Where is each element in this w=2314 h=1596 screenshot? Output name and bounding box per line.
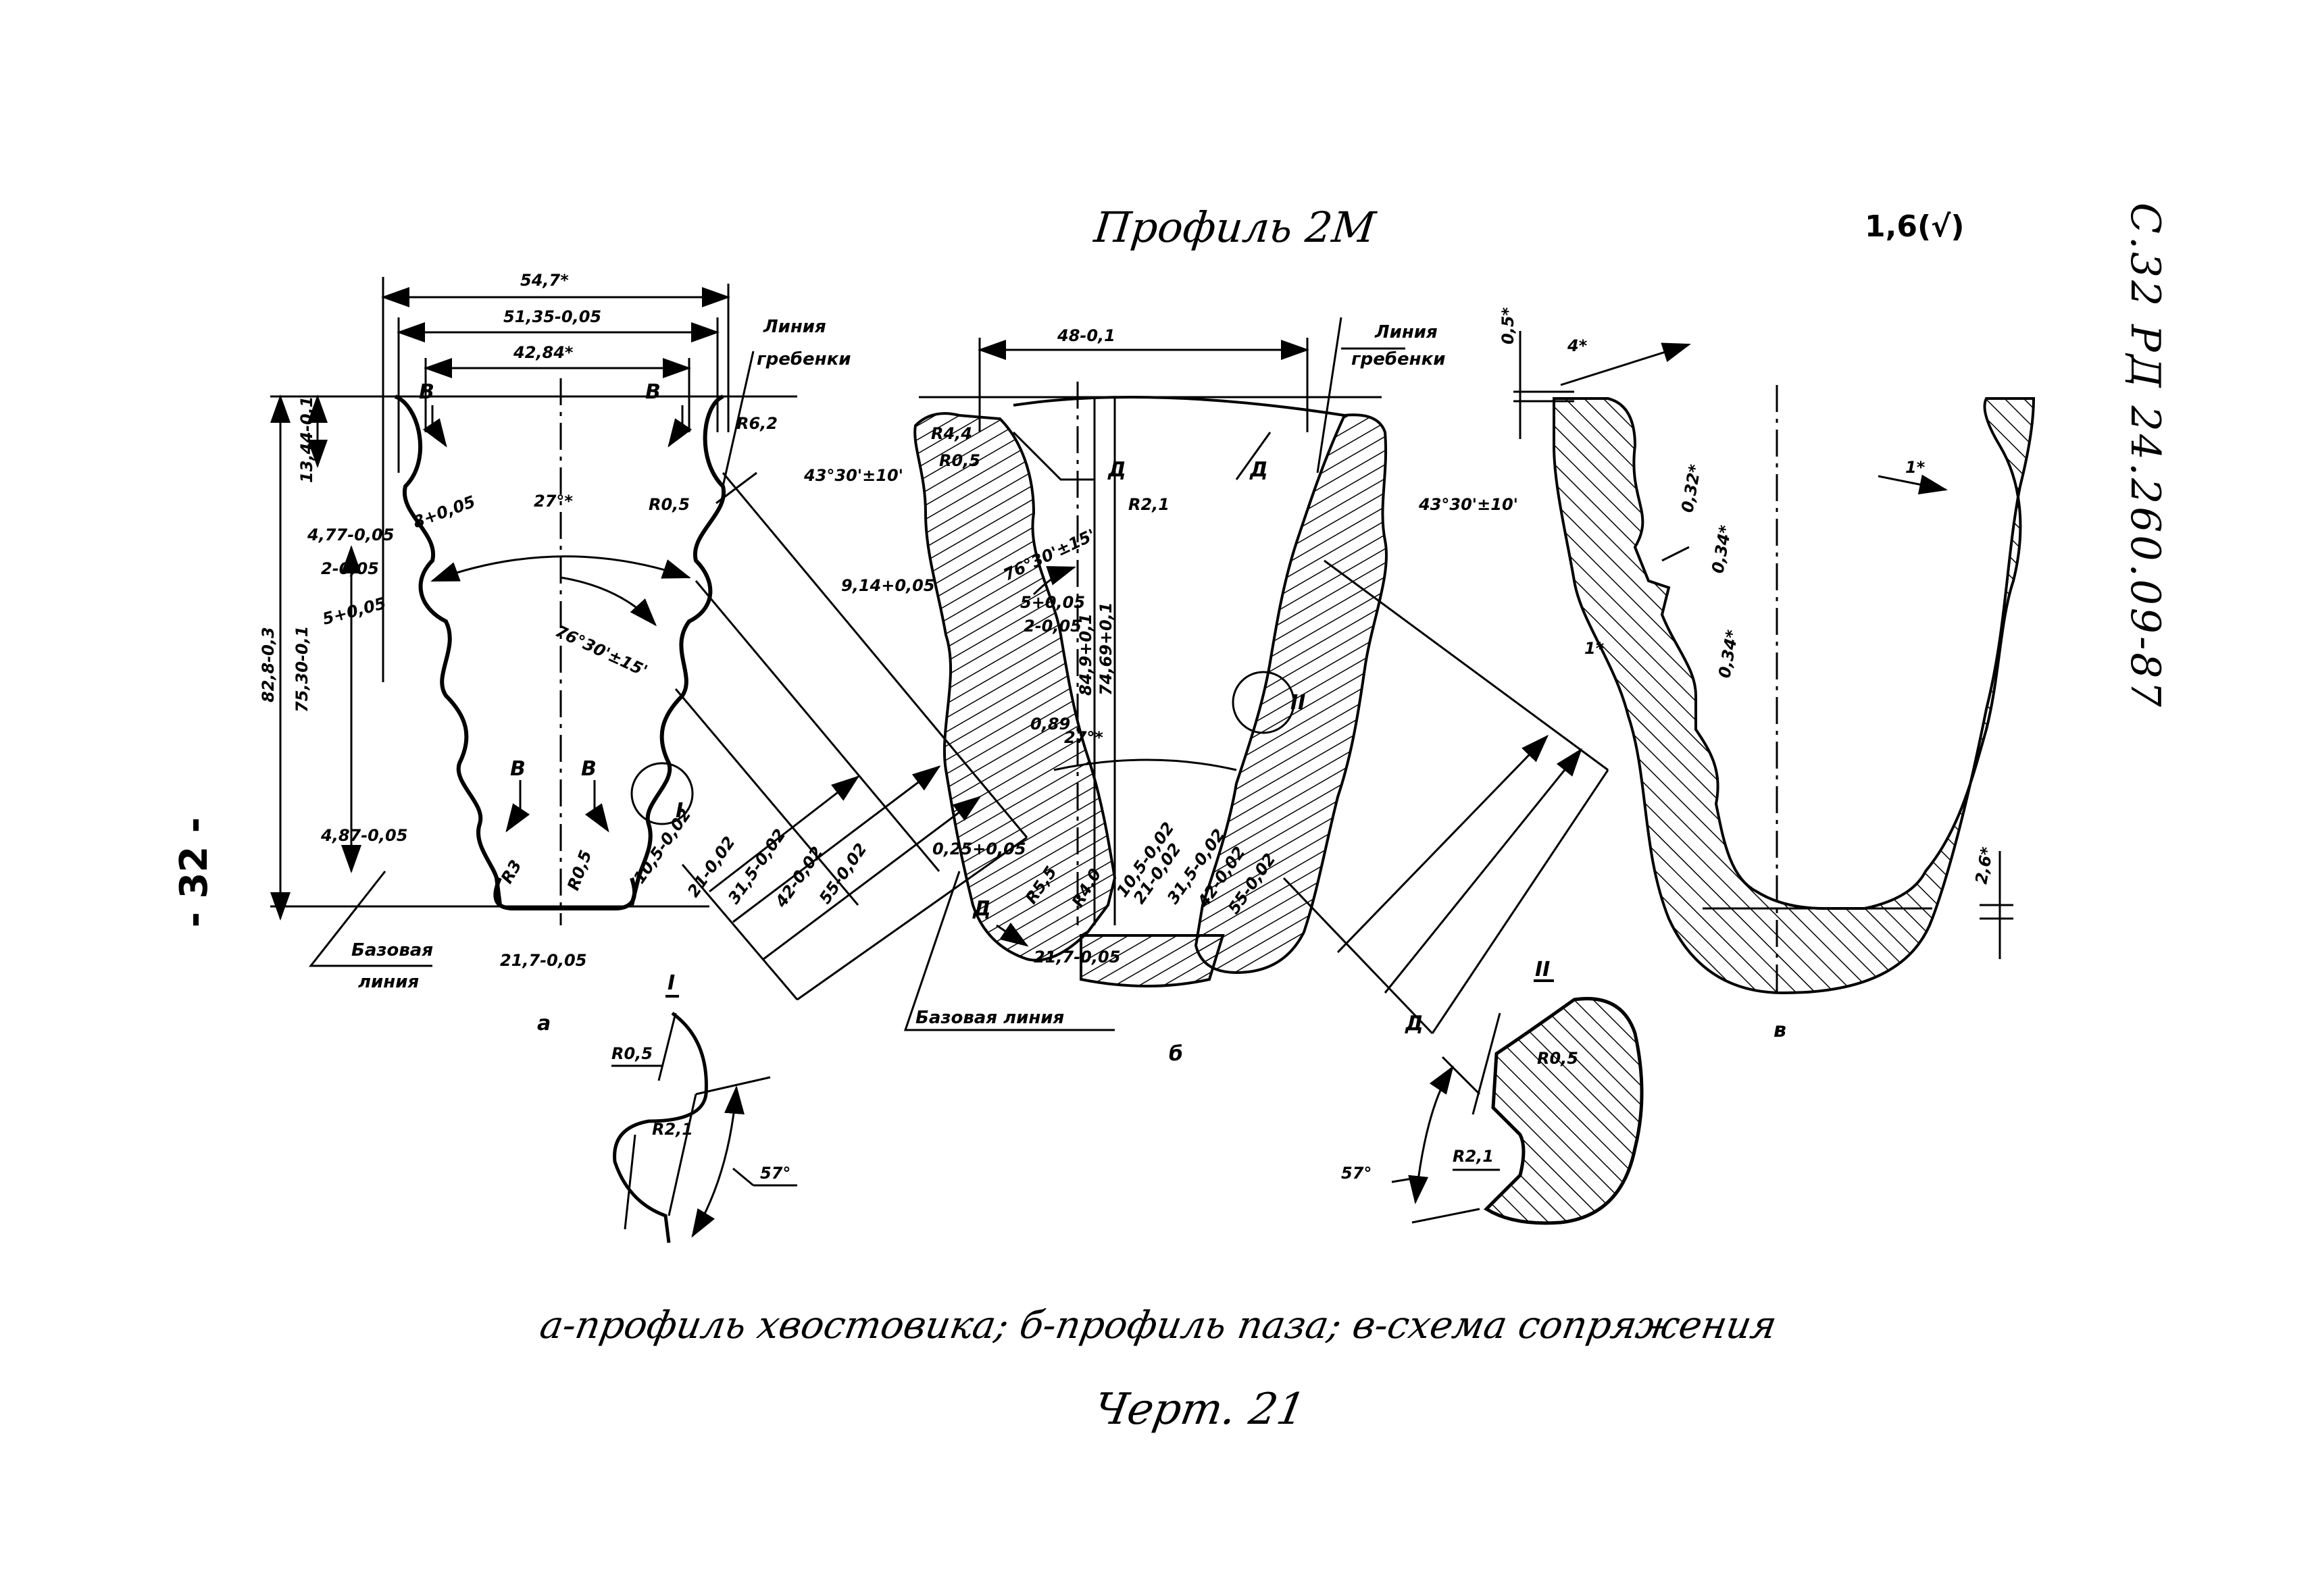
detail-I-circle: [630, 762, 694, 825]
section-mark-d-2: Д: [1249, 458, 1268, 482]
dim-radius-bottom: R0,5: [563, 848, 595, 893]
base-line-note-1: Базовая: [351, 940, 433, 960]
dim-089: 0,89: [1030, 715, 1070, 733]
detail-I-angle: 57°: [760, 1164, 790, 1183]
dim-height-74: 74,69+0,1: [1097, 602, 1115, 696]
dim-overall-height: 82,8-0,3: [259, 627, 278, 702]
detail-mark-I: I: [676, 799, 683, 823]
dim-step-2-b: 2-0,05: [1024, 617, 1082, 636]
dim-tooth-pitch: 8+0,05: [410, 492, 478, 532]
profile-b: [903, 317, 1609, 1035]
section-mark-d-3: Д: [972, 897, 991, 921]
dim-gap-034-a: 0,34*: [1708, 523, 1735, 575]
dim-diag-5: 55-0,02: [815, 840, 871, 907]
base-line-note-b: Базовая линия: [915, 1008, 1064, 1028]
figure-caption: а-профиль хвостовика; б-профиль паза; в-…: [536, 1304, 1780, 1347]
detail-mark-II: II: [1290, 691, 1305, 715]
profile-b-label: б: [1169, 1042, 1183, 1066]
dim-gap-1-right: 1*: [1905, 458, 1926, 477]
crest-line-note-1: Линия: [763, 317, 826, 337]
detail-II-circle: [1232, 671, 1295, 734]
detail-II-section: [1484, 997, 1644, 1225]
dim-angle-43-b: 43°30'±10': [1418, 495, 1518, 514]
dim-step-2: 2-0,05: [321, 559, 379, 578]
dim-top-width-inner: 42,84*: [513, 343, 574, 362]
dim-step-5-b: 5+0,05: [1020, 593, 1085, 612]
section-mark-d-4: Д: [1405, 1012, 1424, 1035]
dim-top-width-total: 54,7*: [520, 271, 569, 290]
dim-gap-034-b: 0,34*: [1715, 628, 1742, 679]
detail-II: [1391, 979, 1644, 1225]
slot-left-wall: [913, 412, 1117, 962]
dim-height-84: 84,9+0,1: [1076, 613, 1095, 696]
dim-gap-top: 0,5*: [1499, 307, 1517, 344]
dim-step-1: 4,77-0,05: [307, 525, 394, 544]
dim-angle-center-b: 27°*: [1064, 728, 1103, 747]
left-flank: [394, 394, 502, 906]
detail-II-radius-b: R2,1: [1453, 1147, 1494, 1166]
drawing-number: Черт. 21: [1090, 1385, 1309, 1435]
section-mark-v-3: В: [510, 757, 526, 781]
dim-gap-032: 0,32*: [1678, 463, 1705, 514]
dim-diag-4: 42-0,02: [771, 843, 826, 911]
detail-I-radius-b: R2,1: [652, 1120, 693, 1139]
dim-radius-r05: R0,5: [649, 495, 690, 514]
crest-line-note-2: гребенки: [757, 349, 851, 369]
document-code: С.32 РД 24.260.09-87: [2121, 203, 2169, 710]
profile-a-labels: 54,7* 51,35-0,05 42,84* 8+0,05 27°* 76°3…: [259, 271, 903, 1035]
dim-step-4: 4,87-0,05: [320, 826, 407, 845]
slot-right-wall: [1194, 413, 1388, 975]
profile-a-label: а: [537, 1012, 551, 1035]
dim-angle-flank: 76°30'±15': [552, 621, 650, 681]
profile-v: [1513, 331, 2036, 995]
dim-gap-26: 2,6*: [1971, 846, 1996, 886]
dim-angle-43: 43°30'±10': [803, 466, 903, 485]
dim-radius-r3: R3: [497, 857, 526, 887]
dim-height-top: 13,44-0,1: [297, 396, 316, 483]
mating-body: [1553, 397, 2036, 995]
dim-slot-bottom-width: 21,7-0,05: [1034, 948, 1120, 967]
profile-a: [270, 277, 1028, 1001]
dim-top-width-mid: 51,35-0,05: [503, 307, 601, 326]
detail-II-angle: 57°: [1341, 1164, 1372, 1183]
dim-gap-4: 4*: [1567, 336, 1588, 355]
section-mark-v-1: В: [419, 380, 434, 404]
dim-914: 9,14+0,05: [841, 576, 935, 595]
dim-radius-r44: R4,4: [931, 424, 972, 443]
dim-slot-top-width: 48-0,1: [1057, 326, 1115, 345]
dim-angle-center: 27°*: [534, 492, 573, 511]
dim-bottom-width: 21,7-0,05: [500, 951, 586, 970]
roughness-mark: 1,6(√): [1865, 209, 1965, 244]
detail-I: [611, 995, 797, 1243]
section-mark-d-1: Д: [1107, 458, 1126, 482]
profile-v-label: в: [1774, 1019, 1786, 1042]
shank-bottom: [493, 877, 636, 910]
detail-labels: I R0,5 R2,1 57° II R0,5 R2,1 57°: [611, 958, 1578, 1183]
right-flank: [630, 394, 726, 906]
dim-step-3: 5+0,05: [320, 594, 388, 629]
dim-height-2: 75,30-0,1: [293, 626, 311, 713]
dim-radius-r21: R2,1: [1128, 495, 1169, 514]
section-mark-v-4: В: [581, 757, 597, 781]
base-line-note-2: линия: [358, 972, 419, 992]
slot-bottom: [1080, 934, 1225, 987]
detail-I-radius-a: R0,5: [611, 1044, 653, 1063]
detail-II-radius-a: R0,5: [1537, 1049, 1578, 1068]
dim-radius-top: R6,2: [736, 414, 778, 433]
detail-II-label: II: [1535, 958, 1550, 981]
section-mark-v-2: В: [645, 380, 661, 404]
crest-line-note-b-2: гребенки: [1351, 349, 1445, 369]
dim-025: 0,25+0,05: [932, 840, 1026, 858]
dim-gap-1-left: 1*: [1584, 639, 1605, 658]
detail-I-label: I: [668, 971, 675, 995]
crest-line-note-b-1: Линия: [1374, 322, 1438, 342]
dim-radius-r05-b: R0,5: [939, 451, 980, 470]
dim-diag-1: 10,5-0,02: [630, 805, 695, 887]
